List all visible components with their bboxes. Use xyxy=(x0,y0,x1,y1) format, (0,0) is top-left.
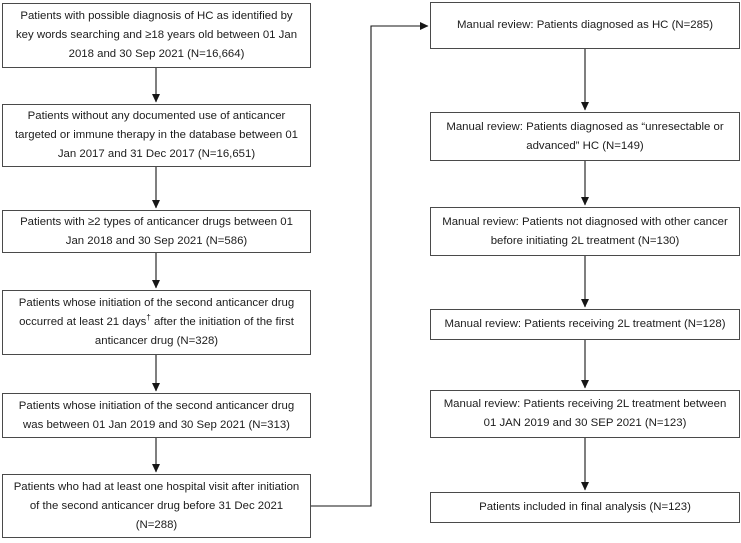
flow-box-text: Patients with ≥2 types of anticancer dru… xyxy=(20,215,293,247)
flow-box-hospital-visit: Patients who had at least one hospital v… xyxy=(2,474,311,538)
flow-box-text: Manual review: Patients receiving 2L tre… xyxy=(443,398,727,429)
flow-box-no-prior-therapy: Patients without any documented use of a… xyxy=(2,104,311,167)
flow-box-unresectable-advanced: Manual review: Patients diagnosed as “un… xyxy=(430,112,740,161)
flow-box-text: Manual review: Patients diagnosed as “un… xyxy=(446,120,724,152)
flow-box-2l-window: Manual review: Patients receiving 2L tre… xyxy=(430,390,740,438)
flow-box-receiving-2l: Manual review: Patients receiving 2L tre… xyxy=(430,309,740,340)
flow-box-text: Patients with possible diagnosis of HC a… xyxy=(15,10,298,60)
elbow-connector-arrow-icon xyxy=(311,22,429,507)
flow-box-21-days-gap: Patients whose initiation of the second … xyxy=(2,290,311,355)
flow-box-text: Manual review: Patients diagnosed as HC … xyxy=(456,19,714,31)
flow-box-second-drug-window: Patients whose initiation of the second … xyxy=(2,393,311,438)
flow-box-text: Manual review: Patients receiving 2L tre… xyxy=(444,318,726,330)
flow-box-two-drug-types: Patients with ≥2 types of anticancer dru… xyxy=(2,210,311,253)
flow-box-final-analysis: Patients included in final analysis (N=1… xyxy=(430,492,740,523)
flow-box-text: Patients without any documented use of a… xyxy=(14,110,299,160)
flow-box-no-other-cancer: Manual review: Patients not diagnosed wi… xyxy=(430,207,740,256)
flow-box-text: Patients whose initiation of the second … xyxy=(18,399,295,431)
dagger-footnote-marker: † xyxy=(146,313,151,323)
flow-box-text: Patients whose initiation of the second … xyxy=(18,297,295,347)
flow-box-keyword-search: Patients with possible diagnosis of HC a… xyxy=(2,3,311,68)
flow-box-diagnosed-hc: Manual review: Patients diagnosed as HC … xyxy=(430,2,740,49)
flow-box-text: Manual review: Patients not diagnosed wi… xyxy=(442,215,728,247)
flow-box-text: Patients who had at least one hospital v… xyxy=(13,480,300,531)
flow-box-text: Patients included in final analysis (N=1… xyxy=(479,501,691,513)
